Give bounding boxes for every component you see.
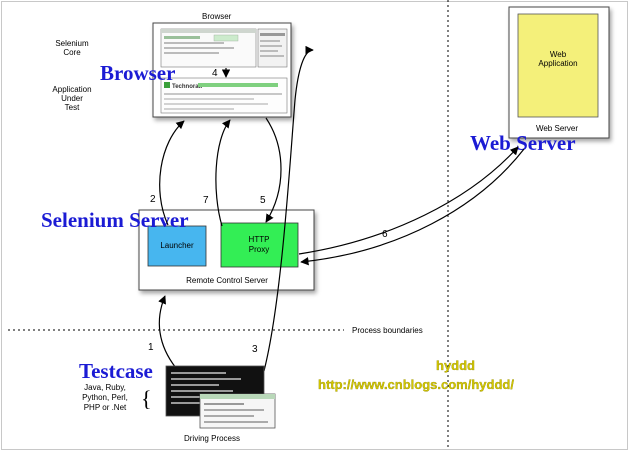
http-proxy-box xyxy=(220,222,299,268)
aut-label-1: Application xyxy=(52,85,91,94)
arrow-3 xyxy=(263,45,314,372)
web-application-box xyxy=(517,13,599,118)
language-line-2: Python, Perl, xyxy=(82,393,128,402)
launcher-box xyxy=(147,225,207,267)
language-line-1: Java, Ruby, xyxy=(84,383,126,392)
testcase-heading: Testcase xyxy=(79,359,153,383)
selenium-core-label-1: Selenium xyxy=(55,39,89,48)
arrow-6-out xyxy=(298,146,519,255)
arrow-7 xyxy=(215,119,231,227)
arrow-4-label: 4 xyxy=(212,68,218,79)
process-boundaries-label: Process boundaries xyxy=(352,326,423,335)
browser-caption: Browser xyxy=(202,12,232,21)
http-proxy-label-1: HTTP xyxy=(249,235,270,244)
arrow-7-label: 7 xyxy=(203,195,209,206)
languages-brace: { xyxy=(141,386,152,411)
web-server-caption: Web Server xyxy=(536,124,578,133)
browser-heading: Browser xyxy=(100,61,175,85)
driving-process-windows xyxy=(165,365,276,429)
arrow-1 xyxy=(158,295,177,369)
arrow-5-label: 5 xyxy=(260,195,266,206)
web-application-label-1: Web xyxy=(550,50,567,59)
arrow-2-label: 2 xyxy=(150,194,156,205)
aut-label-2: Under xyxy=(61,94,83,103)
aut-logo-text: Technorati xyxy=(172,84,203,90)
http-proxy-label-2: Proxy xyxy=(249,245,269,254)
outer-frame xyxy=(1,1,628,450)
arrow-6-back xyxy=(300,148,525,266)
selenium-core-window xyxy=(160,28,288,68)
arrow-5 xyxy=(265,117,282,223)
language-line-3: PHP or .Net xyxy=(84,403,127,412)
watermark-name: hyddd xyxy=(436,358,475,373)
selenium-server-heading: Selenium Server xyxy=(41,208,189,232)
arrow-2 xyxy=(159,120,185,226)
arrow-6-label: 6 xyxy=(382,229,388,240)
launcher-label: Launcher xyxy=(160,241,194,250)
web-application-label-2: Application xyxy=(538,59,577,68)
selenium-core-label-2: Core xyxy=(63,48,81,57)
aut-label-3: Test xyxy=(65,103,80,112)
aut-window: Technorati xyxy=(160,77,288,114)
watermark-url: http://www.cnblogs.com/hyddd/ xyxy=(318,377,514,392)
arrow-3-label: 3 xyxy=(252,344,258,355)
remote-control-caption: Remote Control Server xyxy=(186,276,268,285)
arrow-1-label: 1 xyxy=(148,342,154,353)
driving-process-caption: Driving Process xyxy=(184,434,240,443)
